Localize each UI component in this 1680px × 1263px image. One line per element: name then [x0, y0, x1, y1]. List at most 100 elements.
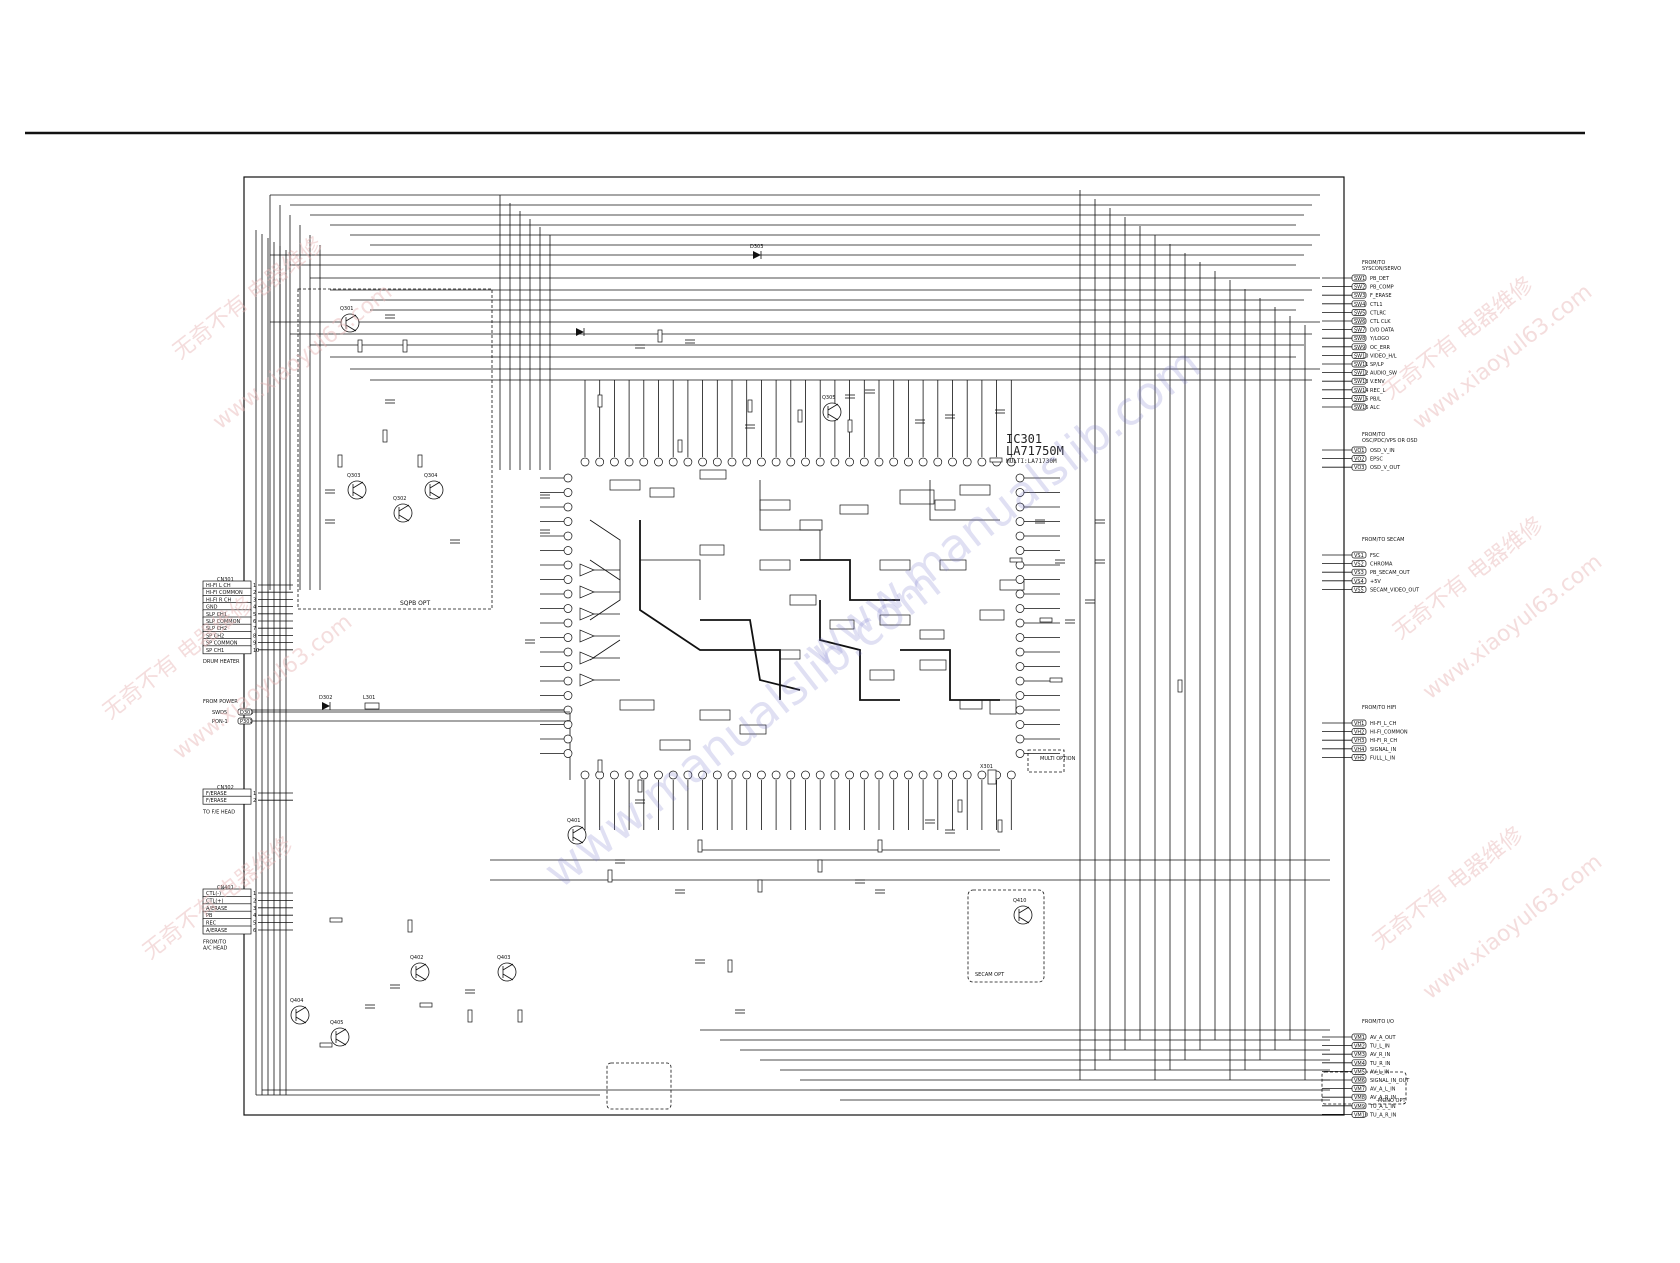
wire	[1018, 906, 1030, 914]
pin-label: Y/LOGO	[1369, 336, 1389, 342]
ic-pin	[563, 531, 573, 541]
ic-pin	[859, 457, 869, 467]
ic-pin	[727, 457, 737, 467]
pin-number: SW7	[1354, 328, 1365, 334]
ic-block	[959, 484, 991, 496]
pin-number: VS3	[1354, 570, 1364, 576]
ic-pin	[1015, 633, 1025, 642]
wire	[572, 836, 584, 844]
pin-label: A/ERASE	[206, 928, 227, 934]
pin-number: 2	[253, 590, 256, 596]
pin-number: SW15	[1354, 396, 1368, 402]
connector-ref: CN302	[217, 785, 234, 791]
pin-label: F/ERASE	[206, 798, 227, 804]
connector-heading: FROM/TO SECAM	[1362, 537, 1404, 543]
resistor	[382, 429, 388, 443]
transistor-label: Q403	[497, 955, 510, 961]
ic-pin	[845, 457, 854, 467]
connector-caption: FROM/TO	[203, 939, 226, 945]
pin-number: VM3	[1354, 1052, 1365, 1058]
ic-pin	[580, 457, 590, 467]
pin-label: F/ERASE	[206, 791, 227, 797]
ic-pin	[1015, 749, 1025, 758]
pin-number: 1	[253, 791, 256, 797]
pin-number: 7	[253, 626, 256, 632]
wire	[398, 514, 410, 522]
wire	[900, 649, 1000, 701]
pin-label: HI-FI COMMON	[206, 590, 243, 596]
resistor	[727, 959, 733, 973]
ic-part: LA71750M	[1006, 444, 1064, 458]
pin-number: SW13	[1354, 379, 1368, 385]
inductor-l301	[364, 702, 380, 710]
pin-label: SIGNAL_IN_OUT	[1370, 1078, 1410, 1084]
ic301-pins	[540, 380, 1060, 830]
pin-label: HI-FI_L_CH	[1370, 721, 1397, 727]
ic-pin	[977, 457, 987, 467]
connector-heading: FROM POWER	[203, 699, 238, 705]
pin-number: 2	[253, 898, 256, 904]
ic-pin	[889, 457, 899, 467]
watermark-text: www.xiaoyul63.com	[1418, 550, 1607, 705]
ic-block	[739, 724, 767, 735]
pin-label: CTL CLK	[1370, 319, 1391, 325]
ic-pin	[563, 705, 573, 715]
pin-label: +5V	[1370, 579, 1381, 585]
pin-label: D/O DATA	[1370, 328, 1395, 334]
resistor	[989, 457, 1003, 463]
transistor-label: Q410	[1013, 898, 1026, 904]
wire	[589, 639, 621, 661]
ic-pin	[563, 734, 573, 744]
ic-pin	[563, 647, 573, 657]
pin-label: CHROMA	[1370, 562, 1393, 568]
pin-number: SW10	[1354, 353, 1368, 359]
ic-pin	[1015, 691, 1025, 700]
ic301-label: IC301 LA71750M MULTI:LA71730M	[1006, 432, 1064, 465]
ic-pin	[757, 770, 766, 780]
pin-number: VO1	[1354, 448, 1364, 454]
ic-pin	[563, 560, 573, 570]
pin-label: ALC	[1370, 405, 1380, 411]
pin-label: TU_R_IN	[1369, 1061, 1391, 1067]
secam-option-box	[967, 889, 1045, 983]
ic-pin	[639, 457, 649, 467]
ic-pin	[624, 770, 634, 780]
pin-label: FULL_L_IN	[1370, 755, 1395, 761]
pin-label: PB_COMP	[1370, 285, 1394, 291]
resistor	[997, 819, 1003, 833]
resistor	[357, 339, 363, 353]
ic-pin	[757, 457, 766, 467]
pin-number: VS4	[1354, 579, 1364, 585]
pin-number: SW6	[1354, 319, 1365, 325]
ic-pin	[698, 457, 707, 467]
pin-number: VM6	[1354, 1078, 1365, 1084]
wire	[700, 619, 801, 691]
amp-symbol	[579, 563, 595, 577]
ic-pin	[563, 546, 573, 555]
ic-pin	[1015, 734, 1025, 744]
pin-label: EPSC	[1370, 457, 1383, 463]
ic-block	[999, 579, 1025, 591]
pin-number: SW14	[1354, 388, 1368, 394]
transistor-q404	[290, 1005, 310, 1025]
ic-pin	[889, 770, 899, 780]
resistor	[677, 439, 683, 453]
resistor	[847, 419, 853, 433]
ic-block	[959, 699, 983, 710]
pin-label: SP CH1	[206, 648, 224, 654]
ic-ref: IC301	[1006, 432, 1042, 446]
ic-pin	[786, 457, 796, 467]
pin-label: PON-1	[212, 719, 228, 725]
wire	[398, 504, 410, 512]
ic-pin	[859, 770, 869, 780]
ic-pin	[698, 770, 707, 780]
ic-pin	[874, 770, 884, 780]
pin-label: SP CH2	[206, 633, 224, 639]
ic-block	[939, 559, 967, 571]
pin-number: SW16	[1354, 405, 1368, 411]
pin-label: AUDIO_SW	[1370, 371, 1397, 377]
inductor-label: L301	[363, 695, 375, 701]
ic-pin	[904, 770, 913, 780]
